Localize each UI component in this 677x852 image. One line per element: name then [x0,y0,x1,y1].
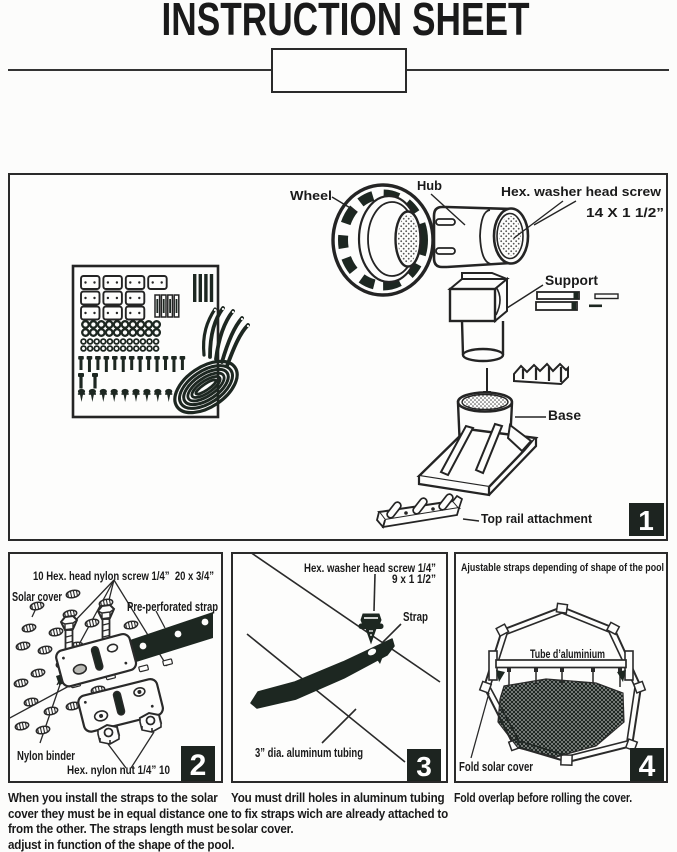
svg-text:14 X 1 1/2”: 14 X 1 1/2” [586,205,664,220]
svg-text:Solar cover: Solar cover [12,590,62,604]
svg-text:9 x 1 1/2”: 9 x 1 1/2” [392,572,436,586]
svg-text:4: 4 [639,750,656,781]
svg-text:Strap: Strap [403,610,428,624]
svg-text:1: 1 [638,505,654,536]
svg-text:Hex. nylon nut 1/4” 10: Hex. nylon nut 1/4” 10 [67,763,170,777]
svg-text:Tube d’aluminium: Tube d’aluminium [530,649,605,661]
svg-text:Fold solar cover: Fold solar cover [459,760,533,774]
svg-text:Top rail attachment: Top rail attachment [481,511,593,526]
svg-text:10 Hex. head nylon screw 1/4”: 10 Hex. head nylon screw 1/4” 20 x 3/4” [33,569,214,583]
svg-text:Nylon binder: Nylon binder [17,749,75,763]
svg-text:Support: Support [545,273,599,288]
svg-text:Pre-perforated strap: Pre-perforated strap [127,600,218,614]
svg-text:Ajustable straps depending of: Ajustable straps depending of shape of t… [461,562,664,574]
svg-text:3: 3 [416,751,432,781]
svg-text:Hex. washer head screw 1/4”: Hex. washer head screw 1/4” [304,561,436,575]
svg-text:3” dia. aluminum tubing: 3” dia. aluminum tubing [255,746,363,760]
svg-text:Hub: Hub [417,178,442,193]
svg-text:Hex. washer head screw: Hex. washer head screw [501,184,662,199]
svg-text:2: 2 [190,749,207,781]
svg-text:Base: Base [548,408,581,423]
svg-text:Wheel: Wheel [290,188,332,203]
